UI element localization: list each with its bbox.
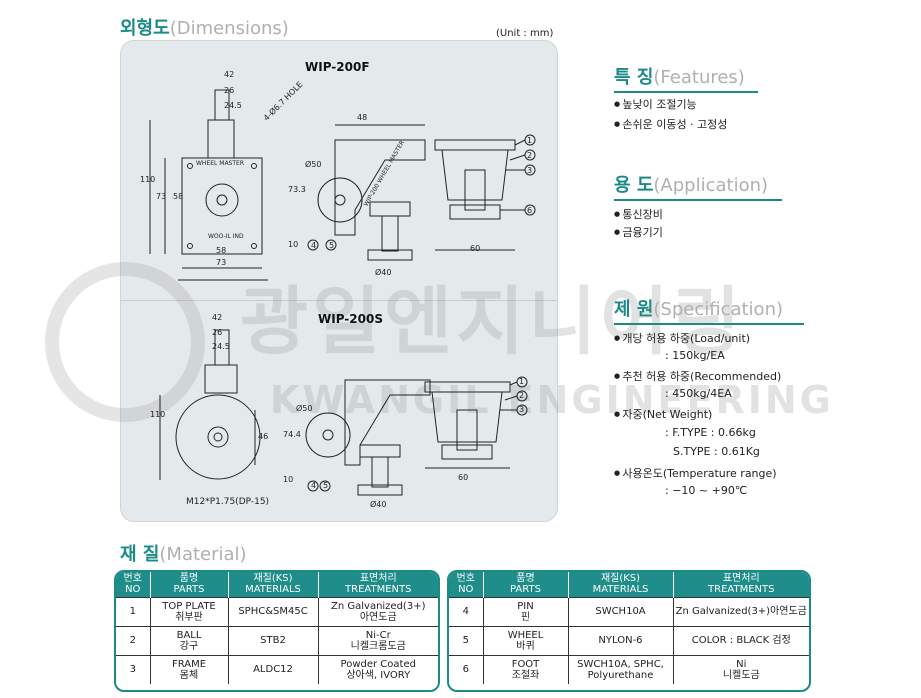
dim-label: 10 (288, 240, 299, 249)
dim-label: Ø40 (375, 268, 392, 277)
callout-6: 6 (527, 206, 533, 215)
features-title: 특 징(Features) (614, 63, 758, 93)
application-title: 용 도(Application) (614, 171, 782, 201)
panel-divider (120, 300, 558, 301)
spec-label: 개당 허용 하중(Load/unit) (614, 330, 750, 346)
drawing-s (159, 329, 528, 496)
feature-item: 높낮이 조절기능 (614, 96, 696, 112)
callout-2: 2 (527, 151, 533, 160)
spec-value: : −10 ~ +90℃ (665, 484, 748, 497)
dim-label: 110 (140, 175, 156, 184)
brand-text: WHEEL MASTER (196, 160, 244, 167)
dim-label: Ø40 (370, 500, 387, 509)
title-ko: 재 질 (120, 544, 160, 565)
spec-label: 자중(Net Weight) (614, 406, 712, 422)
dim-label: Ø50 (305, 160, 322, 169)
title-ko: 특 징 (614, 67, 654, 88)
dim-label: 73 (156, 192, 167, 201)
callout-4: 4 (311, 481, 317, 490)
dim-label: 24.5 (224, 101, 242, 110)
callout-1: 1 (527, 136, 533, 145)
drawing-f (149, 89, 536, 281)
spec-value: : F.TYPE : 0.66kg (665, 426, 756, 439)
specification-title: 제 원(Specification) (614, 295, 804, 325)
title-en: (Dimensions) (169, 18, 289, 39)
callout-5: 5 (329, 241, 335, 250)
title-ko: 외형도 (120, 18, 170, 39)
dim-label: 10 (283, 475, 294, 484)
application-item: 금융기기 (614, 224, 662, 240)
application-item: 통신장비 (614, 206, 662, 222)
dim-label: 42 (224, 70, 235, 79)
maker-text: WOO-IL IND (208, 233, 244, 240)
dim-label: 24.5 (212, 342, 230, 351)
title-en: (Material) (159, 544, 247, 565)
dim-label: 48 (357, 113, 368, 122)
dim-label: 73.3 (288, 185, 306, 194)
watermark-korean: 광일엔지니어링 (240, 279, 745, 365)
title-ko: 용 도 (614, 175, 654, 196)
callout-5: 5 (323, 481, 329, 490)
dim-label: 58 (173, 192, 184, 201)
thread-label: M12*P1.75(DP-15) (186, 497, 270, 507)
dim-label: 42 (212, 313, 223, 322)
spec-label: 추천 허용 하중(Recommended) (614, 368, 781, 384)
model-f-title: WIP-200F (305, 60, 370, 74)
unit-label: (Unit : mm) (496, 28, 554, 39)
title-en: (Features) (653, 67, 745, 88)
dim-label: 74.4 (283, 430, 301, 439)
dim-label: 73 (216, 258, 227, 267)
callout-1: 1 (519, 377, 525, 386)
model-s-title: WIP-200S (318, 312, 383, 326)
dim-label: 110 (150, 410, 166, 419)
dim-label: 58 (216, 246, 227, 255)
dim-label: 26 (212, 328, 223, 337)
spec-label: 사용온도(Temperature range) (614, 465, 776, 481)
spec-value: : 450kg/4EA (665, 387, 732, 400)
dim-label: 26 (224, 86, 235, 95)
callout-2: 2 (519, 391, 525, 400)
feature-item: 손쉬운 이동성 · 고정성 (614, 116, 727, 132)
spec-value: : 150kg/EA (665, 349, 725, 362)
dim-label: 60 (458, 473, 469, 482)
dim-label: 60 (470, 244, 481, 253)
spec-value: S.TYPE : 0.61Kg (673, 445, 760, 458)
title-ko: 제 원 (614, 299, 654, 320)
callout-3: 3 (527, 166, 533, 175)
watermark-english: KWANGIL ENGINEERING (270, 378, 834, 422)
callout-3: 3 (519, 405, 525, 414)
title-en: (Application) (653, 175, 769, 196)
dimensions-title: 외형도(Dimensions) (120, 14, 289, 40)
callout-4: 4 (311, 241, 317, 250)
material-title: 재 질(Material) (120, 540, 247, 566)
dim-label: 46 (258, 432, 269, 441)
dim-label: Ø50 (296, 404, 313, 413)
title-en: (Specification) (653, 299, 784, 320)
